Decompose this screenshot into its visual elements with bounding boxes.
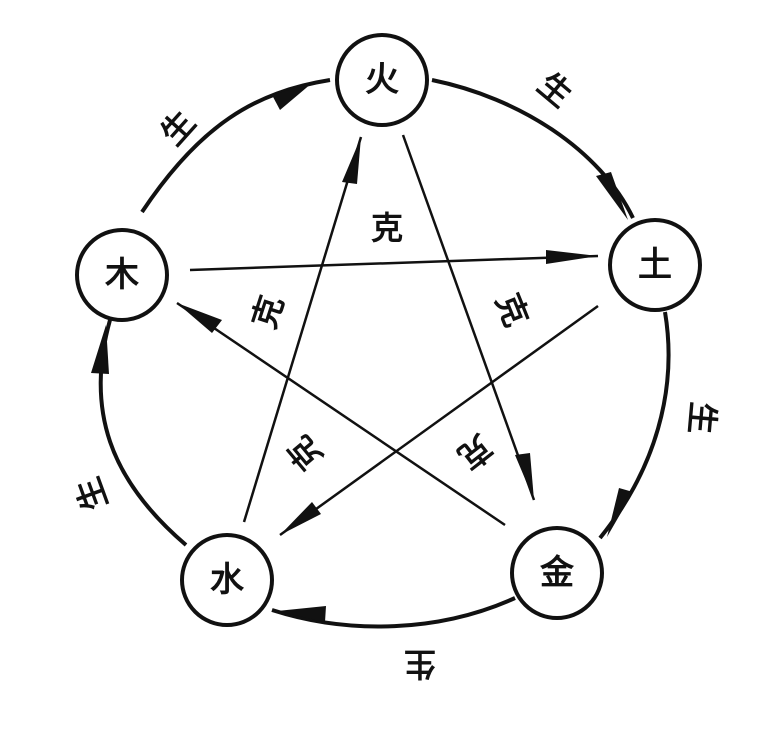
generating-labels: 生 生 生 生 生 xyxy=(69,65,723,683)
ke-label-metal-wood: 克 xyxy=(451,427,500,477)
arc-water-to-wood xyxy=(98,319,188,547)
line-wood-to-earth xyxy=(189,254,599,272)
node-fire: 火 xyxy=(335,33,429,127)
arrowhead-metal-to-water xyxy=(277,606,326,622)
overcoming-star xyxy=(176,134,599,537)
ke-label-water-fire: 克 xyxy=(245,291,291,333)
line-water-to-fire xyxy=(242,136,363,523)
node-metal-label: 金 xyxy=(539,553,575,593)
line-metal-to-wood xyxy=(176,301,506,527)
overcoming-labels: 克 克 克 克 克 xyxy=(245,209,536,477)
node-earth: 土 xyxy=(608,218,702,312)
arrowhead-earth-to-water xyxy=(280,502,321,535)
node-wood-label: 木 xyxy=(104,255,139,295)
arc-metal-to-water xyxy=(271,596,516,629)
node-earth-label: 土 xyxy=(638,245,672,285)
ke-label-fire-metal: 克 xyxy=(488,288,535,332)
arrowhead-fire-to-metal xyxy=(515,453,534,500)
sheng-label-metal-water: 生 xyxy=(404,645,436,683)
arrowhead-water-to-fire xyxy=(342,137,361,184)
sheng-label-fire-earth: 生 xyxy=(531,65,580,115)
node-fire-label: 火 xyxy=(365,60,399,100)
arrowhead-wood-to-fire xyxy=(272,83,312,110)
node-water: 水 xyxy=(180,533,274,627)
arc-fire-to-earth xyxy=(431,78,635,219)
ke-label-earth-water: 克 xyxy=(280,429,330,478)
generating-cycle xyxy=(91,78,671,629)
arrowhead-water-to-wood xyxy=(91,325,109,374)
node-metal: 金 xyxy=(510,526,604,620)
arrowhead-wood-to-earth xyxy=(546,250,598,264)
node-wood: 木 xyxy=(75,228,169,322)
arc-earth-to-metal xyxy=(598,311,671,540)
line-fire-to-metal xyxy=(401,134,536,501)
arrowhead-fire-to-earth xyxy=(596,172,628,220)
arrowhead-metal-to-wood xyxy=(177,303,222,333)
sheng-label-earth-metal: 生 xyxy=(682,400,723,435)
sheng-label-water-wood: 生 xyxy=(69,472,116,515)
ke-label-wood-earth: 克 xyxy=(371,209,403,247)
node-water-label: 水 xyxy=(210,560,245,600)
arrowhead-earth-to-metal xyxy=(607,488,633,537)
arc-wood-to-fire xyxy=(140,78,331,214)
line-earth-to-water xyxy=(279,304,599,537)
